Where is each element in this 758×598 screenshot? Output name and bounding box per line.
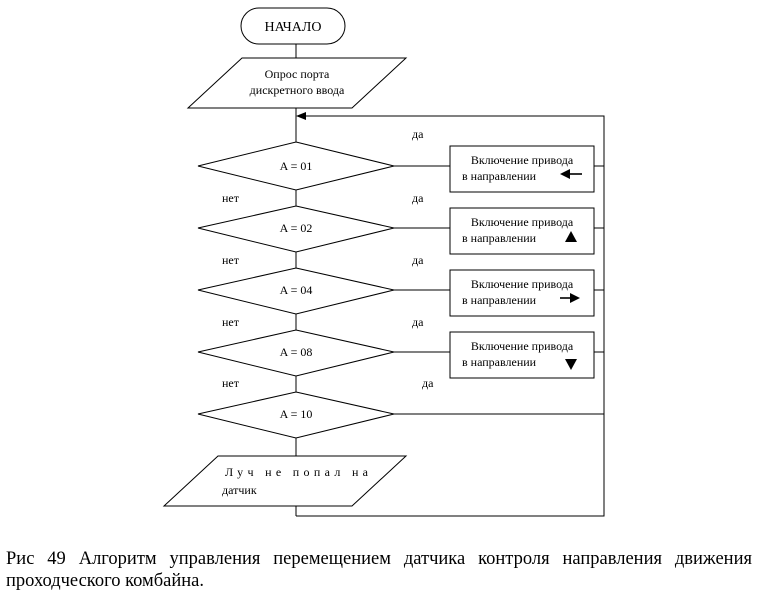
action-label-line1: Включение привода bbox=[471, 339, 574, 353]
decision-1: A = 01 bbox=[197, 141, 395, 191]
decision-label: A = 01 bbox=[280, 159, 313, 173]
output-label-line1: Луч не попал на bbox=[225, 465, 369, 479]
yes-label: да bbox=[412, 253, 424, 267]
input-label-line1: Опрос порта bbox=[265, 67, 330, 81]
start-label: НАЧАЛО bbox=[265, 20, 322, 35]
arrow-left-icon bbox=[560, 169, 582, 179]
action-label-line1: Включение привода bbox=[471, 215, 574, 229]
decision-label: A = 08 bbox=[280, 345, 313, 359]
decision-4: A = 08 bbox=[197, 329, 395, 377]
action-label-line2: в направлении bbox=[462, 293, 537, 307]
no-label: нет bbox=[222, 253, 240, 267]
decision-3: A = 04 bbox=[197, 267, 395, 315]
decision-5: A = 10 bbox=[197, 391, 395, 439]
start-terminator: НАЧАЛО bbox=[240, 7, 346, 45]
no-label: нет bbox=[222, 376, 240, 390]
flowchart: НАЧАЛО Опрос порта дискретного ввода A =… bbox=[162, 7, 605, 517]
action-box-right: Включение привода в направлении bbox=[449, 269, 595, 317]
output-label-line2: датчик bbox=[222, 483, 257, 497]
yes-labels: да да да да да bbox=[412, 127, 434, 390]
decision-label: A = 10 bbox=[280, 407, 313, 421]
figure-caption: Рис 49 Алгоритм управления перемещением … bbox=[6, 549, 752, 591]
action-label-line2: в направлении bbox=[462, 169, 537, 183]
input-label-line2: дискретного ввода bbox=[250, 83, 345, 97]
decision-label: A = 04 bbox=[280, 283, 313, 297]
no-labels: нет нет нет нет bbox=[222, 191, 240, 390]
decision-label: A = 02 bbox=[280, 221, 313, 235]
no-label: нет bbox=[222, 191, 240, 205]
action-label-line2: в направлении bbox=[462, 355, 537, 369]
output-block: Луч не попал на датчик bbox=[162, 455, 408, 507]
action-box-down: Включение привода в направлении bbox=[449, 331, 595, 379]
decision-2: A = 02 bbox=[197, 205, 395, 253]
yes-label: да bbox=[412, 127, 424, 141]
action-label-line1: Включение привода bbox=[471, 277, 574, 291]
arrow-right-icon bbox=[560, 293, 580, 303]
input-block: Опрос порта дискретного ввода bbox=[186, 57, 408, 109]
yes-label: да bbox=[412, 315, 424, 329]
action-box-up: Включение привода в направлении bbox=[449, 207, 595, 255]
action-label-line2: в направлении bbox=[462, 231, 537, 245]
action-label-line1: Включение привода bbox=[471, 153, 574, 167]
action-box-left: Включение привода в направлении bbox=[449, 145, 595, 193]
yes-branch-lines bbox=[394, 165, 604, 415]
yes-label: да bbox=[412, 191, 424, 205]
no-label: нет bbox=[222, 315, 240, 329]
loop-back-line bbox=[296, 112, 605, 517]
yes-label: да bbox=[422, 376, 434, 390]
arrow-up-icon bbox=[565, 231, 577, 242]
arrow-down-icon bbox=[565, 359, 577, 370]
